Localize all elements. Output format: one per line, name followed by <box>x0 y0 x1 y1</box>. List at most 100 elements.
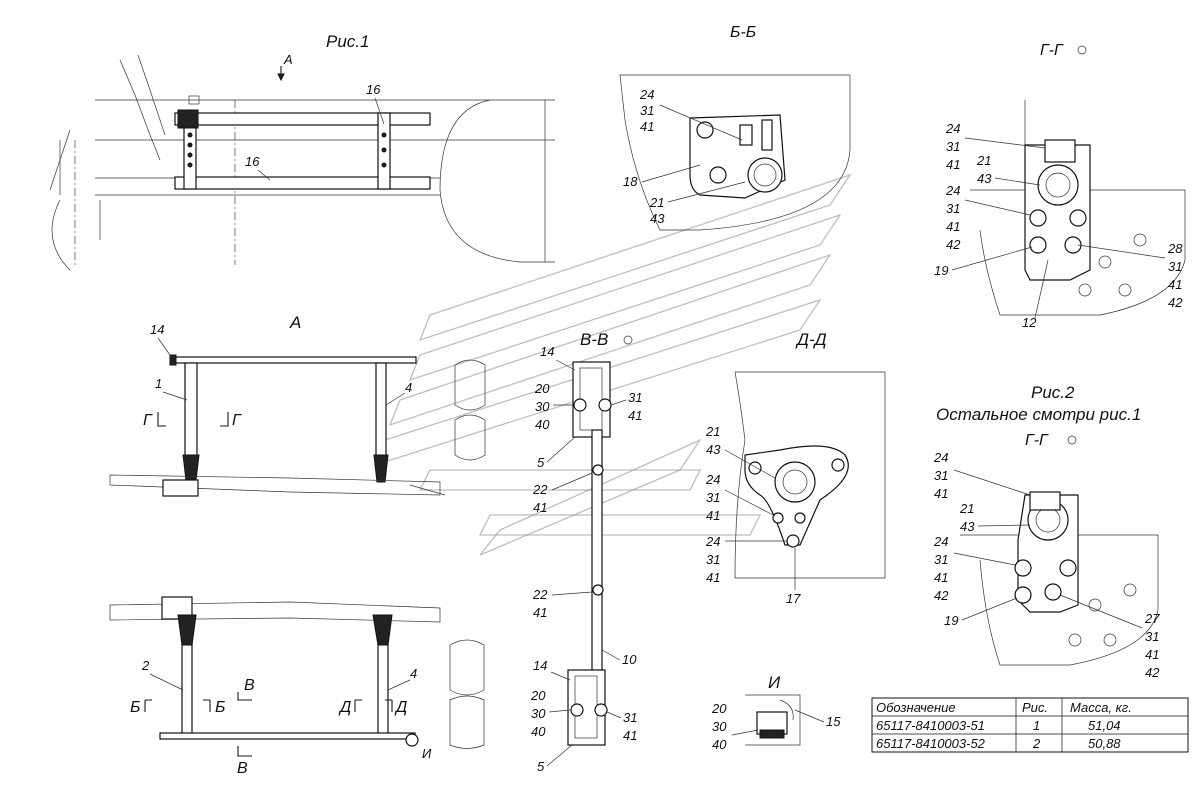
vv-callout-14: 14 <box>540 344 554 359</box>
view-i-title: И <box>768 673 781 692</box>
vv-callout-41b: 41 <box>533 500 547 515</box>
table-header-fig: Рис. <box>1022 700 1048 715</box>
ggt-callout-19: 19 <box>934 263 948 278</box>
fig1-view: Рис.1 А 16 16 <box>49 32 555 271</box>
callout-16b: 16 <box>245 154 260 169</box>
callout-4-top: 4 <box>405 380 412 395</box>
wheel-shapes <box>449 359 486 749</box>
bottom-view: 2 4 Б Б В Д Д В И <box>109 596 441 777</box>
bb-callout-31: 31 <box>640 103 654 118</box>
mark-g-left: Г <box>143 412 153 429</box>
dd-callout-24b: 24 <box>705 534 720 549</box>
bb-callout-18: 18 <box>623 174 638 189</box>
vv-callout-20b: 20 <box>530 688 546 703</box>
vv-callout-31: 31 <box>628 390 642 405</box>
table-row1-designation: 65117-8410003-51 <box>876 718 985 733</box>
fig2-gg-title: Г-Г <box>1025 432 1049 449</box>
vv-callout-5: 5 <box>537 455 545 470</box>
ggt-callout-31b: 31 <box>946 201 960 216</box>
mark-b-left: Б <box>130 699 140 716</box>
f2-callout-19: 19 <box>944 613 958 628</box>
view-a-post-right <box>375 362 387 464</box>
vv-callout-10: 10 <box>622 652 637 667</box>
section-vv-title: В-В <box>580 330 608 349</box>
mark-i: И <box>422 746 432 761</box>
dd-callout-41b: 41 <box>706 570 720 585</box>
vv-callout-30b: 30 <box>531 706 546 721</box>
ggt-callout-12: 12 <box>1022 315 1037 330</box>
ggt-callout-42b: 42 <box>946 237 961 252</box>
bb-callout-41: 41 <box>640 119 654 134</box>
table-header-designation: Обозначение <box>876 700 956 715</box>
vv-callout-22: 22 <box>532 482 548 497</box>
f2-callout-31: 31 <box>934 468 948 483</box>
ggt-callout-24b: 24 <box>945 183 960 198</box>
f2-callout-24: 24 <box>933 450 948 465</box>
fig2-section-gg: Рис.2 Остальное смотри рис.1 Г-Г 24 31 4… <box>933 383 1160 680</box>
dd-callout-31b: 31 <box>706 552 720 567</box>
ggt-callout-24: 24 <box>945 121 960 136</box>
mass-table: Обозначение Рис. Масса, кг. 65117-841000… <box>871 697 1189 753</box>
vv-callout-14b: 14 <box>533 658 547 673</box>
bottom-rail <box>159 732 416 740</box>
callout-16a: 16 <box>366 82 381 97</box>
mark-d-left: Д <box>338 699 351 716</box>
ggt-callout-31: 31 <box>946 139 960 154</box>
view-a-top-rail <box>171 356 417 364</box>
ggt-callout-43: 43 <box>977 171 992 186</box>
ggt-callout-28: 28 <box>1167 241 1183 256</box>
vi-callout-15: 15 <box>826 714 841 729</box>
ggt-callout-31c: 31 <box>1168 259 1182 274</box>
table-row1-fig: 1 <box>1033 718 1040 733</box>
table-row2-fig: 2 <box>1032 736 1041 751</box>
view-a: А 14 1 4 Г Г <box>109 313 446 497</box>
callout-2: 2 <box>141 658 150 673</box>
ggt-callout-41c: 41 <box>1168 277 1182 292</box>
crossbar-bottom <box>174 176 431 190</box>
f2-callout-31b: 31 <box>934 552 948 567</box>
section-dd-title: Д-Д <box>795 330 827 349</box>
vv-callout-41c: 41 <box>533 605 547 620</box>
f2-callout-27: 27 <box>1144 611 1160 626</box>
table-header-mass: Масса, кг. <box>1070 700 1132 715</box>
dd-callout-31: 31 <box>706 490 720 505</box>
f2-callout-24b: 24 <box>933 534 948 549</box>
fig1-title: Рис.1 <box>326 32 369 51</box>
section-gg-top-title: Г-Г <box>1040 42 1064 59</box>
ggt-callout-21: 21 <box>976 153 991 168</box>
bb-clamp <box>747 157 783 193</box>
vi-callout-40: 40 <box>712 737 727 752</box>
callout-1: 1 <box>155 376 162 391</box>
ggt-callout-41b: 41 <box>946 219 960 234</box>
f2-callout-42b: 42 <box>934 588 949 603</box>
mark-b-right: Б <box>215 699 225 716</box>
fig2-title: Рис.2 <box>1031 383 1075 402</box>
callout-4-bottom: 4 <box>410 666 417 681</box>
f2-callout-41: 41 <box>934 486 948 501</box>
vv-callout-40b: 40 <box>531 724 546 739</box>
section-bb-title: Б-Б <box>730 24 756 41</box>
fig2-note: Остальное смотри рис.1 <box>936 405 1141 424</box>
vv-callout-30: 30 <box>535 399 550 414</box>
vv-callout-41d: 41 <box>623 728 637 743</box>
vv-callout-41: 41 <box>628 408 642 423</box>
vi-callout-30: 30 <box>712 719 727 734</box>
f2-callout-31c: 31 <box>1145 629 1159 644</box>
ggt-callout-41: 41 <box>946 157 960 172</box>
vi-callout-20: 20 <box>711 701 727 716</box>
dd-callout-43: 43 <box>706 442 721 457</box>
bb-callout-43: 43 <box>650 211 665 226</box>
mark-g-right: Г <box>232 412 242 429</box>
vv-callout-5b: 5 <box>537 759 545 774</box>
section-dd: Д-Д 21 43 24 31 41 24 31 41 17 <box>705 330 886 606</box>
bb-callout-21: 21 <box>649 195 664 210</box>
view-a-title: А <box>289 313 301 332</box>
mark-d-right: Д <box>394 699 407 716</box>
dd-callout-21: 21 <box>705 424 720 439</box>
dd-callout-24: 24 <box>705 472 720 487</box>
ggt-callout-42c: 42 <box>1168 295 1183 310</box>
section-vv: В-В 14 20 30 40 31 41 5 22 41 22 41 10 1… <box>530 330 642 774</box>
f2-callout-21: 21 <box>959 501 974 516</box>
callout-14-view-a: 14 <box>150 322 164 337</box>
